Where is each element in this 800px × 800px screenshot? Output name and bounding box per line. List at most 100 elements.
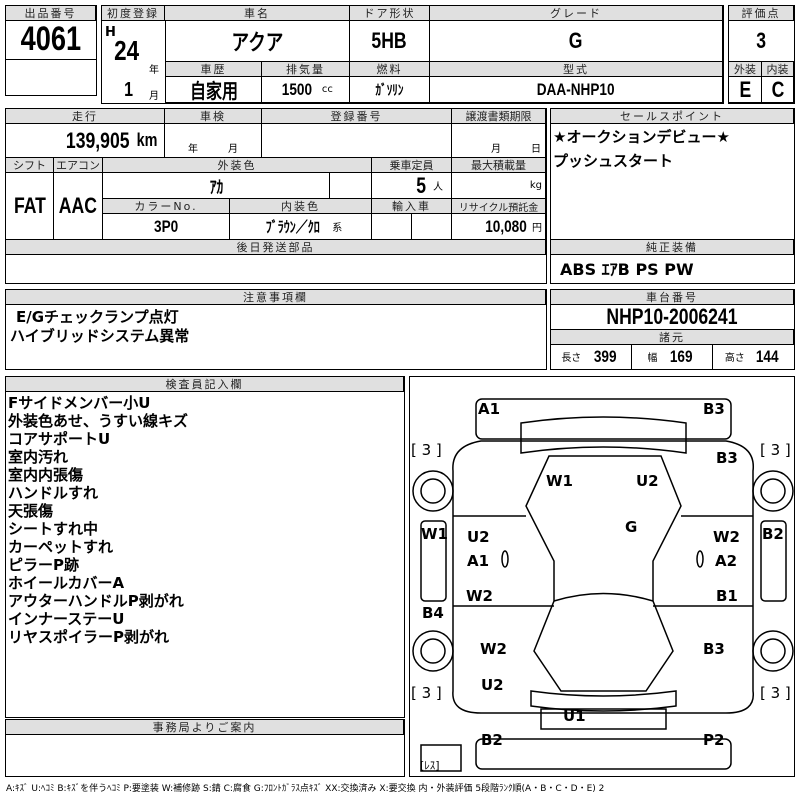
- door-label: ドア形状: [349, 5, 430, 21]
- ac-label: エアコン: [53, 157, 103, 173]
- damage-mark: U2: [467, 528, 490, 546]
- score-value: 3: [756, 28, 766, 53]
- year-unit: 年: [149, 65, 159, 76]
- inspector-item: 天張傷: [8, 502, 54, 520]
- lot-label: 出品番号: [5, 5, 96, 21]
- int-color: ﾌﾞﾗｳﾝ／ｸﾛ: [265, 219, 320, 236]
- inspector-item: リヤスポイラーP剥がれ: [8, 628, 169, 646]
- damage-mark: B2: [762, 525, 784, 543]
- inspector-item: コアサポートU: [8, 430, 111, 448]
- inspector-item: カーペットすれ: [8, 538, 114, 556]
- notes-label: 注意事項欄: [5, 289, 546, 305]
- damage-mark: A2: [715, 552, 738, 570]
- width-label: 幅: [647, 353, 658, 364]
- recycle-label: リサイクル預託金: [451, 198, 546, 214]
- first-reg-label: 初度登録: [101, 5, 165, 21]
- ext-color: ｱｶ: [209, 178, 223, 197]
- tire-tread-rr: [ 3 ]: [760, 684, 791, 702]
- capacity-label: 乗車定員: [371, 157, 452, 173]
- capacity: 5: [415, 172, 426, 198]
- ac: AAC: [58, 193, 98, 218]
- mileage-unit: km: [136, 130, 158, 150]
- damage-diagram: [409, 376, 795, 777]
- inspection-year-unit: 年: [188, 144, 198, 155]
- sales-points-label: セールスポイント: [550, 108, 794, 124]
- reg-no-label: 登録番号: [261, 108, 452, 124]
- damage-mark: A1: [478, 400, 501, 418]
- int-score-label: 内装: [761, 61, 794, 77]
- int-color-unit: 系: [332, 223, 343, 234]
- mileage-label: 走行: [5, 108, 165, 124]
- damage-mark: W2: [466, 587, 493, 605]
- damage-mark: W1: [546, 472, 573, 490]
- equipment-value: ABS ｴｱB PS PW: [560, 260, 694, 279]
- model-label: 型式: [429, 61, 723, 77]
- int-color-label: 内装色: [229, 198, 372, 214]
- inspector-item: ピラーP跡: [8, 556, 79, 574]
- chassis-label: 車台番号: [550, 289, 794, 305]
- tire-tread-fl: [ 3 ]: [411, 441, 442, 459]
- shift: FAT: [13, 193, 46, 218]
- equipment-label: 純正装備: [550, 239, 794, 255]
- model-code: DAA-NHP10: [537, 79, 615, 99]
- damage-mark: B3: [703, 400, 725, 418]
- inspector-label: 検査員記入欄: [5, 376, 404, 392]
- transfer-month-unit: 月: [491, 144, 501, 155]
- later-parts-label: 後日発送部品: [5, 239, 546, 255]
- ext-color-extra: [329, 172, 372, 199]
- ext-color-label: 外装色: [102, 157, 372, 173]
- note-item: E/Gチェックランプ点灯: [16, 308, 179, 326]
- door-type: 5HB: [371, 28, 408, 53]
- grade: G: [569, 28, 583, 53]
- reg-no-value: [261, 123, 452, 158]
- ext-score-label: 外装: [728, 61, 762, 77]
- damage-mark: P2: [703, 731, 725, 749]
- car-outline-icon: [412, 398, 794, 772]
- import-value-1: [371, 213, 412, 240]
- displacement-label: 排気量: [261, 61, 350, 77]
- inspector-item: シートすれ中: [8, 520, 99, 538]
- inspection-label: 車検: [164, 108, 262, 124]
- lot-number: 4061: [20, 20, 81, 58]
- tire-tread-rl: [ 3 ]: [411, 684, 442, 702]
- damage-mark: B3: [703, 640, 725, 658]
- displacement-unit: cc: [321, 84, 333, 95]
- sales-point: プッシュスタート: [553, 152, 674, 170]
- grade-label: グレード: [429, 5, 723, 21]
- ext-score: E: [739, 76, 751, 102]
- int-score: C: [771, 76, 784, 102]
- capacity-unit: 人: [433, 182, 443, 193]
- fuel: ｶﾞｿﾘﾝ: [375, 81, 404, 98]
- recycle-fee: 10,080: [485, 216, 527, 236]
- length-label: 長さ: [561, 353, 582, 364]
- history-label: 車歴: [165, 61, 262, 77]
- displacement: 1500: [281, 79, 313, 99]
- inspector-item: 外装色あせ、うすい線キズ: [8, 412, 189, 430]
- max-load-label: 最大積載量: [451, 157, 546, 173]
- era: H: [105, 25, 116, 40]
- damage-mark: U2: [481, 676, 504, 694]
- fuel-label: 燃料: [349, 61, 430, 77]
- inspector-item: Fサイドメンバー小U: [8, 394, 151, 412]
- sales-point: ★オークションデビュー★: [553, 128, 730, 146]
- year: 24: [114, 35, 140, 66]
- note-item: ハイブリッドシステム異常: [10, 327, 190, 345]
- inspector-item: アウターハンドルP剥がれ: [8, 592, 184, 610]
- damage-mark: B4: [422, 604, 444, 622]
- month-unit: 月: [149, 91, 159, 102]
- damage-mark: U2: [636, 472, 659, 490]
- inspection-month-unit: 月: [228, 144, 238, 155]
- inspector-item: ハンドルすれ: [8, 484, 99, 502]
- tire-tread-fr: [ 3 ]: [760, 441, 791, 459]
- recycle-unit: 円: [532, 223, 542, 234]
- import-value-2: [411, 213, 452, 240]
- inspector-item: 室内汚れ: [8, 448, 69, 466]
- length: 399: [594, 346, 617, 366]
- spare-tire-label: [ﾚｽ]: [420, 759, 440, 772]
- inspector-item: 室内内張傷: [8, 466, 84, 484]
- history: 自家用: [189, 81, 238, 103]
- transfer-label: 譲渡書類期限: [451, 108, 546, 124]
- height-label: 高さ: [724, 353, 745, 364]
- chassis-number: NHP10-2006241: [606, 304, 738, 329]
- spec-label: 諸元: [550, 329, 794, 345]
